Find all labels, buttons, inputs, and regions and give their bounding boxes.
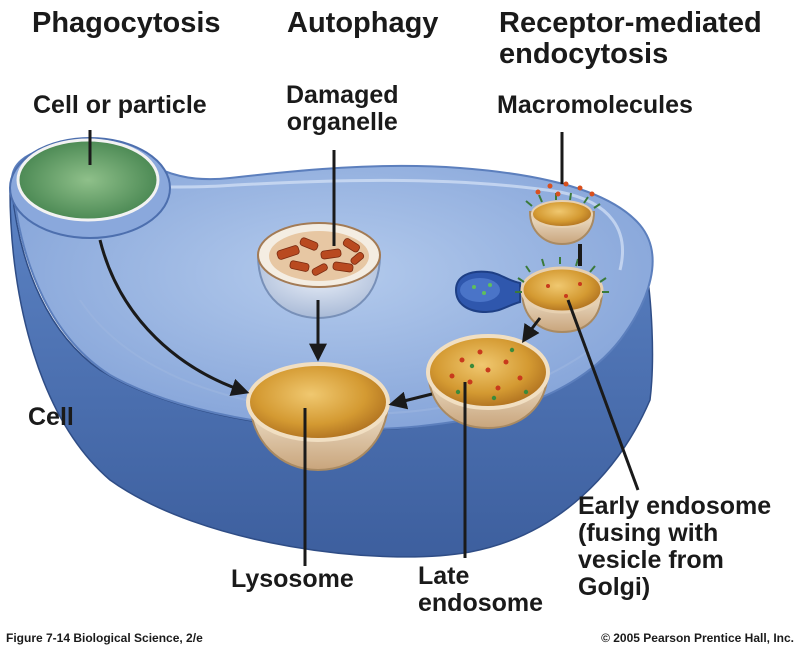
label-early-endosome: Early endosome (fusing with vesicle from… — [578, 492, 772, 601]
label-lysosome: Lysosome — [231, 565, 354, 593]
heading-receptor-mediated-endocytosis: Receptor-mediated endocytosis — [499, 7, 762, 71]
cell-or-particle-shape — [16, 138, 160, 222]
early-endosome-shape — [515, 257, 609, 334]
late-endosome-shape — [426, 334, 550, 430]
label-cell: Cell — [28, 403, 74, 431]
golgi-vesicle — [454, 270, 521, 314]
label-cell-or-particle: Cell or particle — [33, 91, 207, 119]
heading-phagocytosis: Phagocytosis — [32, 7, 221, 39]
copyright-notice: © 2005 Pearson Prentice Hall, Inc. — [601, 631, 794, 645]
label-macromolecules: Macromolecules — [497, 91, 693, 119]
coated-pit — [525, 181, 601, 246]
heading-autophagy: Autophagy — [287, 7, 439, 39]
autophagosome — [256, 222, 382, 320]
arrow-late-endosome-to-lysosome — [388, 391, 433, 410]
arrow-early-to-late-endosome — [522, 317, 542, 343]
arrow-phagocytosis-to-lysosome — [98, 239, 250, 396]
lysosome-shape — [246, 362, 390, 472]
pointer-early-endosome — [566, 299, 640, 491]
label-late-endosome: Late endosome — [418, 562, 544, 617]
label-damaged-organelle: Damaged organelle — [286, 81, 399, 136]
figure-caption: Figure 7-14 Biological Science, 2/e — [6, 631, 203, 645]
